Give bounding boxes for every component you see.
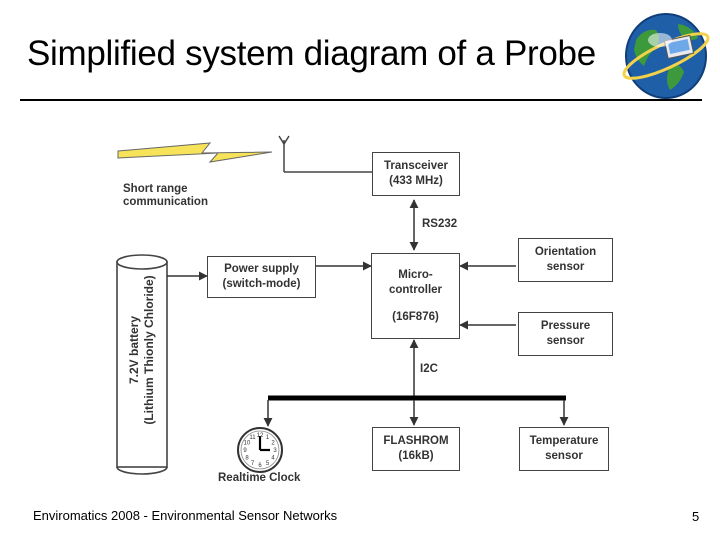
i2c-label: I2C [420, 363, 438, 375]
clock-numeral: 10 [244, 441, 251, 447]
clock-numeral: 4 [271, 456, 275, 462]
clock-numeral: 11 [249, 435, 256, 441]
clock-numeral: 8 [245, 456, 249, 462]
lightning-bolt-icon [117, 142, 273, 163]
footer-text: Enviromatics 2008 - Environmental Sensor… [33, 508, 338, 523]
orientation-sensor-box: Orientation sensor [518, 238, 613, 282]
temperature-sensor-box: Temperature sensor [519, 427, 609, 471]
clock-numeral: 3 [273, 448, 277, 454]
battery-label: 7.2V battery (Lithium Thionly Chloride) [127, 275, 156, 425]
clock-numeral: 6 [258, 463, 262, 469]
clock-numeral: 7 [251, 461, 255, 467]
page-number: 5 [692, 509, 700, 524]
slide-title: Simplified system diagram of a Probe [27, 34, 596, 73]
antenna-icon [278, 135, 372, 173]
realtime-clock-label: Realtime Clock [218, 472, 301, 484]
microcontroller-box: Micro- controller (16F876) [371, 253, 460, 339]
globe-icon [622, 13, 710, 99]
clock-numeral: 1 [266, 435, 270, 441]
clock-numeral: 5 [266, 461, 270, 467]
title-divider [20, 99, 702, 101]
flashrom-box: FLASHROM (16kB) [372, 427, 460, 471]
clock-numeral: 9 [243, 448, 247, 454]
battery-cylinder-icon [116, 254, 168, 475]
pressure-sensor-box: Pressure sensor [518, 312, 613, 356]
rs232-label: RS232 [422, 218, 458, 230]
clock-numeral: 2 [271, 441, 275, 447]
clock-numeral: 12 [257, 433, 264, 439]
power-supply-box: Power supply (switch-mode) [207, 256, 316, 298]
transceiver-box: Transceiver (433 MHz) [372, 152, 460, 196]
short-range-communication-label: Short range communication [123, 183, 208, 208]
